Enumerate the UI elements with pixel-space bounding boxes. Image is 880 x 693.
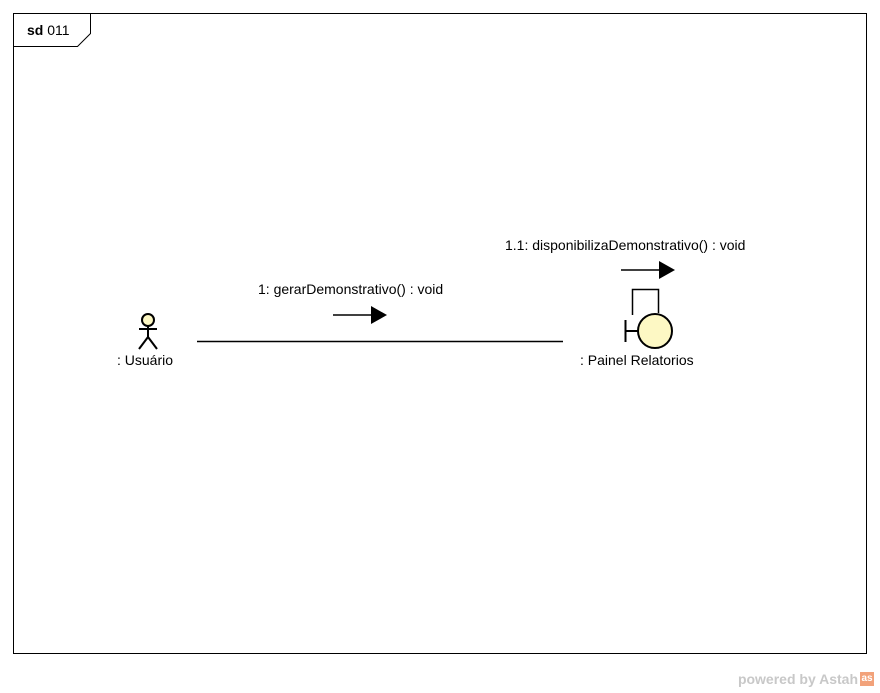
frame-keyword: sd [27, 22, 44, 38]
actor-right-leg [147, 336, 158, 350]
message-1-1-arrow [621, 261, 675, 279]
actor-left-leg [138, 336, 149, 350]
actor-label: : Usuário [117, 352, 174, 368]
actor-usuario[interactable] [138, 313, 158, 350]
boundary-painel-relatorios[interactable] [624, 313, 673, 349]
self-link-loop[interactable] [631, 288, 660, 316]
message-1-1-label: 1.1: disponibilizaDemonstrativo() : void [505, 237, 746, 253]
boundary-label: : Painel Relatorios [580, 352, 694, 368]
actor-head [141, 313, 155, 327]
boundary-circle [637, 313, 673, 349]
frame-tag-label: sd 011 [27, 22, 70, 38]
frame-tag-shape [13, 13, 91, 47]
astah-logo-icon: as [860, 672, 874, 686]
message-1-label: 1: gerarDemonstrativo() : void [258, 281, 444, 297]
message-1-arrow [333, 306, 387, 324]
astah-watermark: powered by Astah as [738, 671, 874, 687]
frame-name: 011 [47, 22, 70, 38]
diagram-frame [13, 13, 867, 654]
watermark-text: powered by Astah [737, 671, 858, 687]
